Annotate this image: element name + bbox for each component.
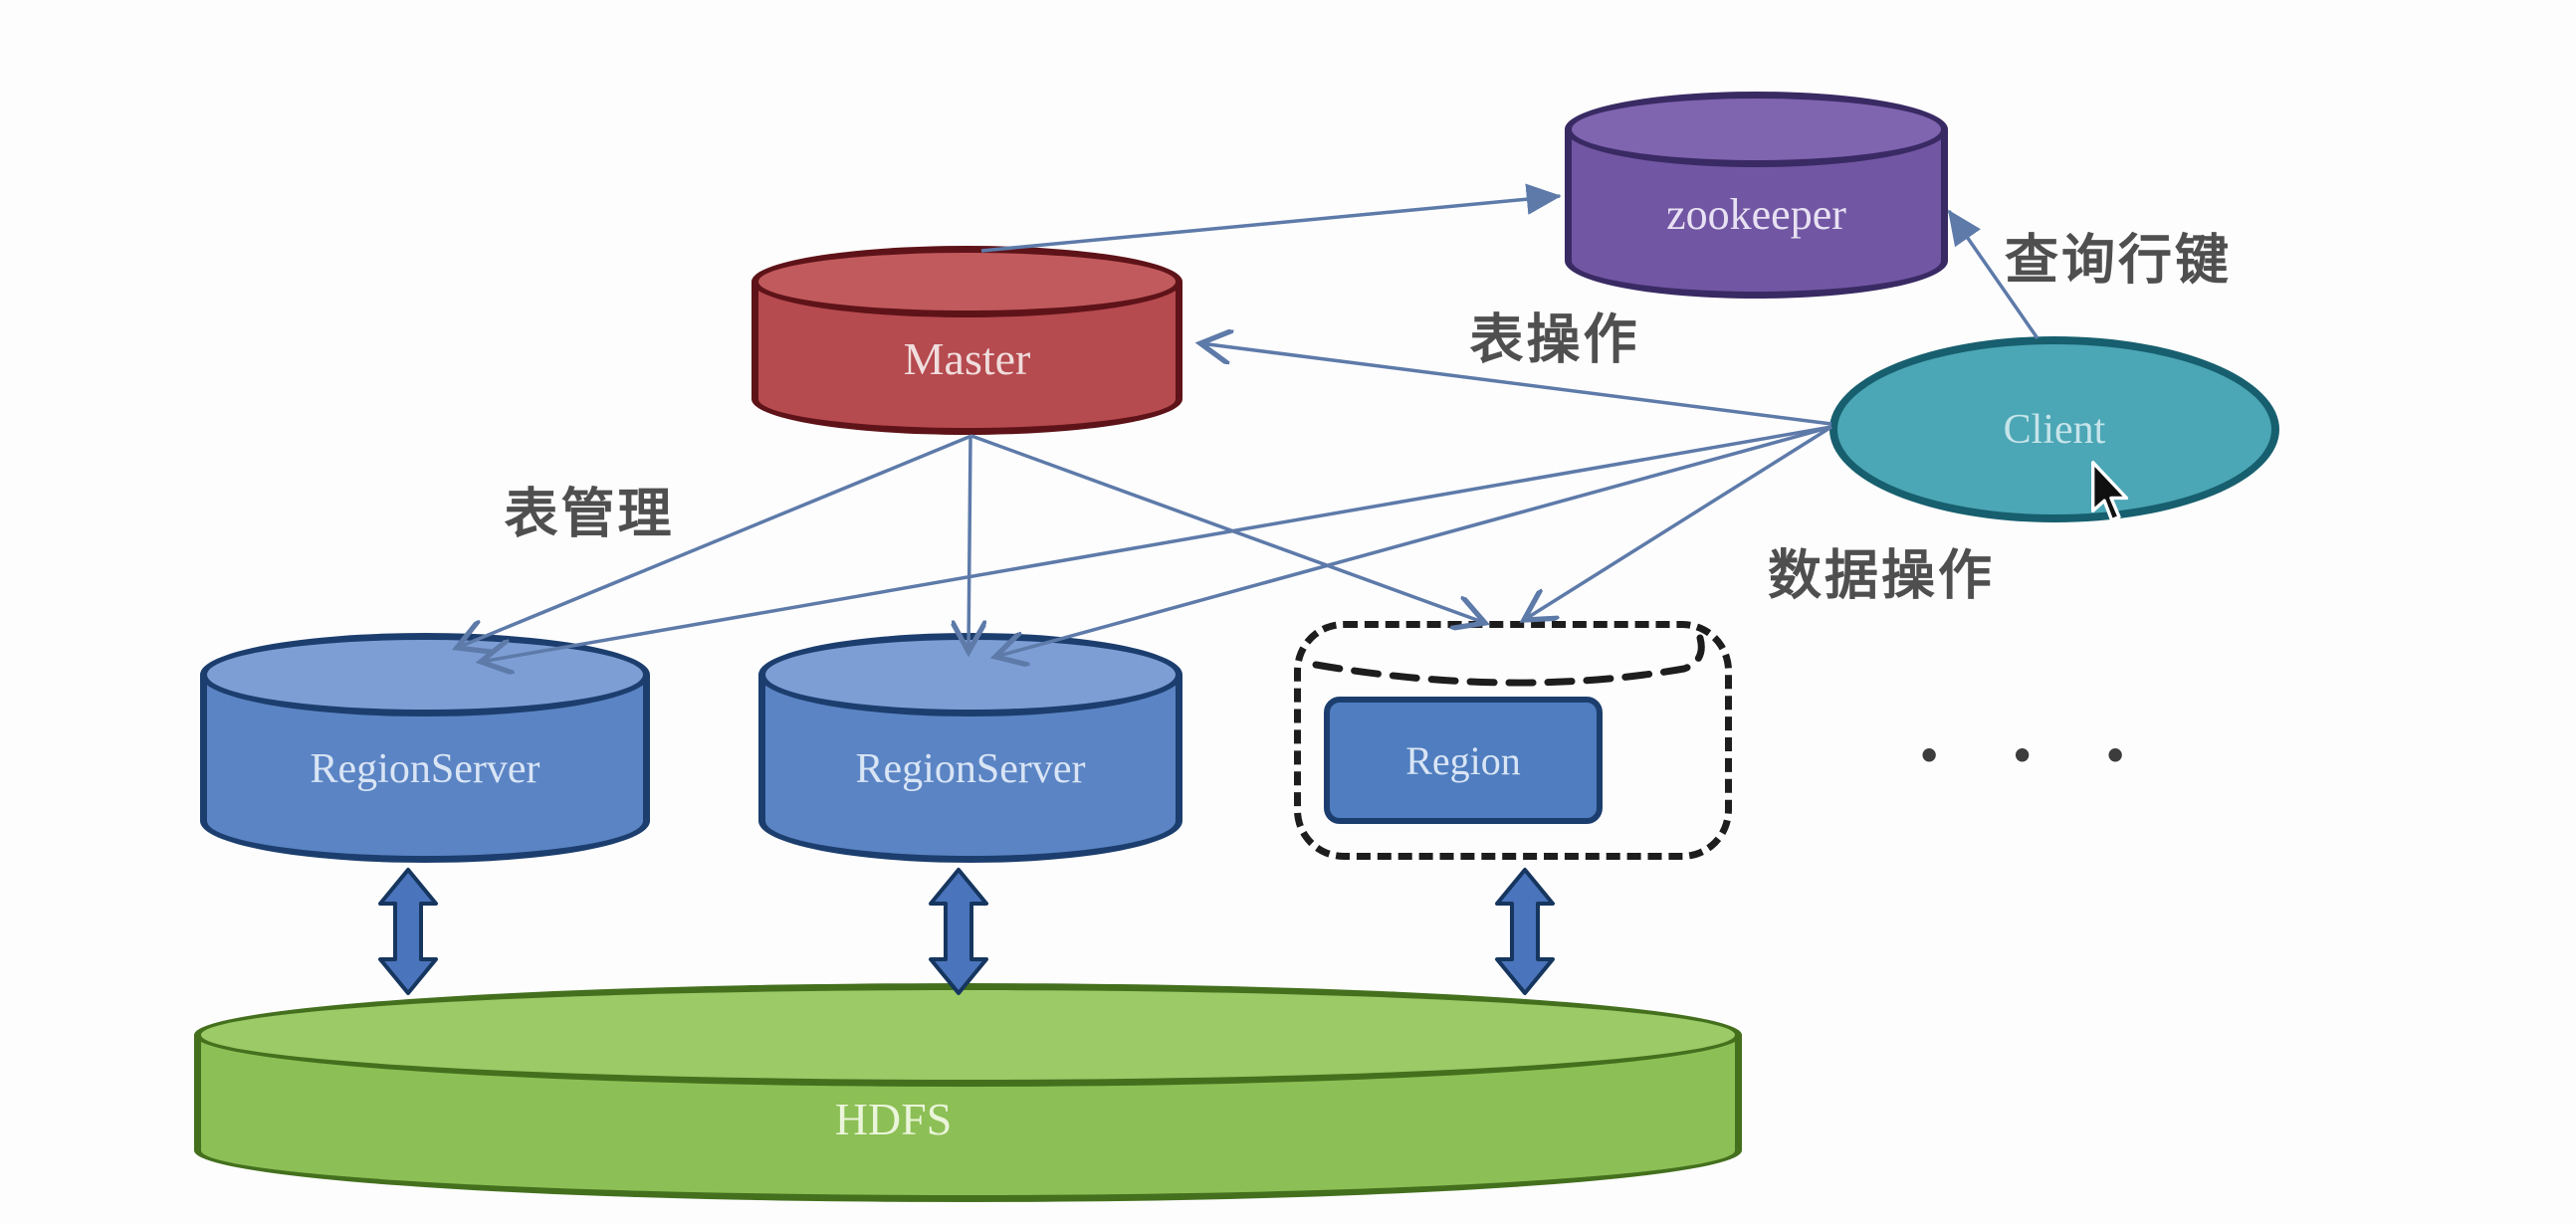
hdfs-label: HDFS bbox=[834, 1093, 953, 1144]
edge-master-to-regionserver2 bbox=[968, 435, 970, 652]
double-arrow-regionserver1-hdfs bbox=[378, 868, 438, 995]
master-label: Master bbox=[903, 332, 1031, 384]
client-label: Client bbox=[2003, 406, 2106, 453]
edge-label-table-operation: 表操作 bbox=[1469, 309, 1640, 370]
master-cylinder-top bbox=[751, 246, 1182, 317]
edge-label-data-operation: 数据操作 bbox=[1768, 545, 1995, 606]
edge-master-to-zookeeper bbox=[980, 183, 1562, 253]
hdfs-cylinder-top bbox=[194, 983, 1742, 1087]
regionserver2-label: RegionServer bbox=[855, 745, 1086, 792]
more-nodes-ellipsis: • • • bbox=[1917, 734, 2156, 778]
edge-master-to-region bbox=[970, 434, 1485, 623]
region-node: Region bbox=[1324, 697, 1603, 824]
edge-label-query-row-key: 查询行键 bbox=[2005, 230, 2232, 291]
client-node: Client bbox=[1829, 336, 2279, 522]
edge-label-table-management: 表管理 bbox=[504, 484, 675, 544]
regionserver2-node: RegionServer bbox=[758, 633, 1182, 863]
double-arrow-region-hdfs bbox=[1495, 868, 1555, 995]
regionserver1-node: RegionServer bbox=[200, 633, 650, 863]
double-arrow-regionserver2-hdfs bbox=[929, 868, 988, 995]
zookeeper-node: zookeeper bbox=[1565, 92, 1948, 299]
zookeeper-cylinder-top bbox=[1565, 92, 1948, 167]
hdfs-node: HDFS bbox=[194, 983, 1742, 1202]
region-label: Region bbox=[1405, 737, 1521, 783]
regionserver1-label: RegionServer bbox=[310, 745, 540, 792]
zookeeper-label: zookeeper bbox=[1666, 189, 1846, 239]
master-node: Master bbox=[751, 246, 1182, 435]
